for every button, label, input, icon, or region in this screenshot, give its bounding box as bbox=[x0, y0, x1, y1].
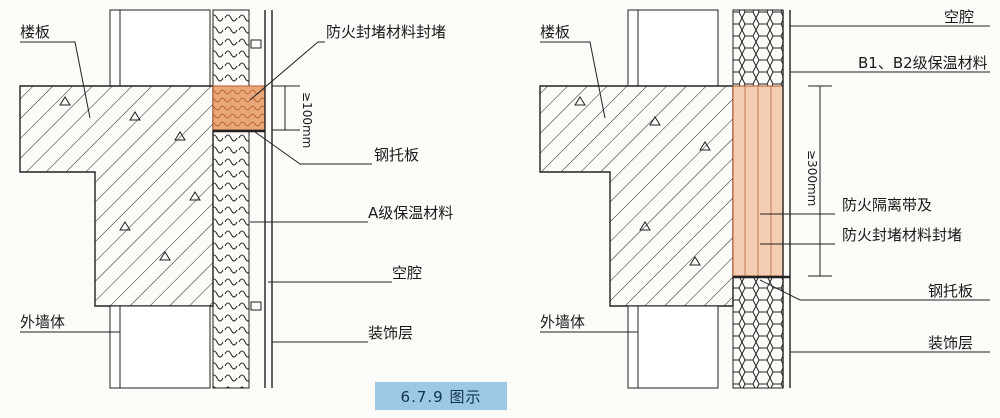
right-label-finish: 装饰层 bbox=[928, 334, 973, 352]
right-leaders bbox=[540, 25, 990, 353]
right-label-fire-band-1: 防火隔离带及 bbox=[842, 196, 932, 214]
left-upper-wall bbox=[109, 9, 211, 87]
left-label-bracket: 钢托板 bbox=[374, 146, 419, 164]
right-label-floor: 楼板 bbox=[540, 23, 570, 41]
left-a-insulation bbox=[212, 9, 250, 389]
right-dim-text: ≥300mm bbox=[805, 150, 819, 206]
right-aggregate-marks bbox=[574, 96, 711, 266]
right-label-cavity: 空腔 bbox=[944, 8, 974, 26]
right-label-bracket: 钢托板 bbox=[928, 282, 973, 300]
left-drawing: ≥100mm 楼板 防火封堵材料封堵 钢托板 A级保温材料 空腔 外墙体 装饰层 bbox=[19, 9, 453, 389]
left-aggregate-marks bbox=[59, 96, 201, 261]
left-dim-text: ≥100mm bbox=[300, 92, 314, 148]
left-label-outer-wall: 外墙体 bbox=[20, 313, 65, 331]
left-label-firestop: 防火封堵材料封堵 bbox=[326, 23, 446, 41]
left-label-cavity: 空腔 bbox=[392, 264, 422, 282]
figure-caption: 6.7.9 图示 bbox=[375, 382, 507, 410]
right-label-outer-wall: 外墙体 bbox=[540, 313, 585, 331]
right-upper-wall bbox=[627, 9, 719, 87]
right-label-insulation: B1、B2级保温材料 bbox=[858, 54, 988, 72]
left-label-floor: 楼板 bbox=[20, 23, 50, 41]
left-firestop-seal bbox=[212, 85, 266, 131]
left-label-finish: 装饰层 bbox=[368, 324, 413, 342]
right-drawing: ≥300mm 楼板 空腔 B1、B2级保温材料 防火隔离带及 防火封堵材料封堵 … bbox=[539, 8, 990, 389]
left-lower-wall bbox=[109, 305, 211, 389]
left-label-insulation: A级保温材料 bbox=[368, 204, 453, 222]
right-slab bbox=[539, 85, 734, 307]
right-lower-wall bbox=[627, 305, 719, 389]
right-label-fire-band-2: 防火封堵材料封堵 bbox=[842, 226, 962, 244]
left-leaders bbox=[20, 41, 392, 343]
left-slab bbox=[19, 85, 214, 307]
